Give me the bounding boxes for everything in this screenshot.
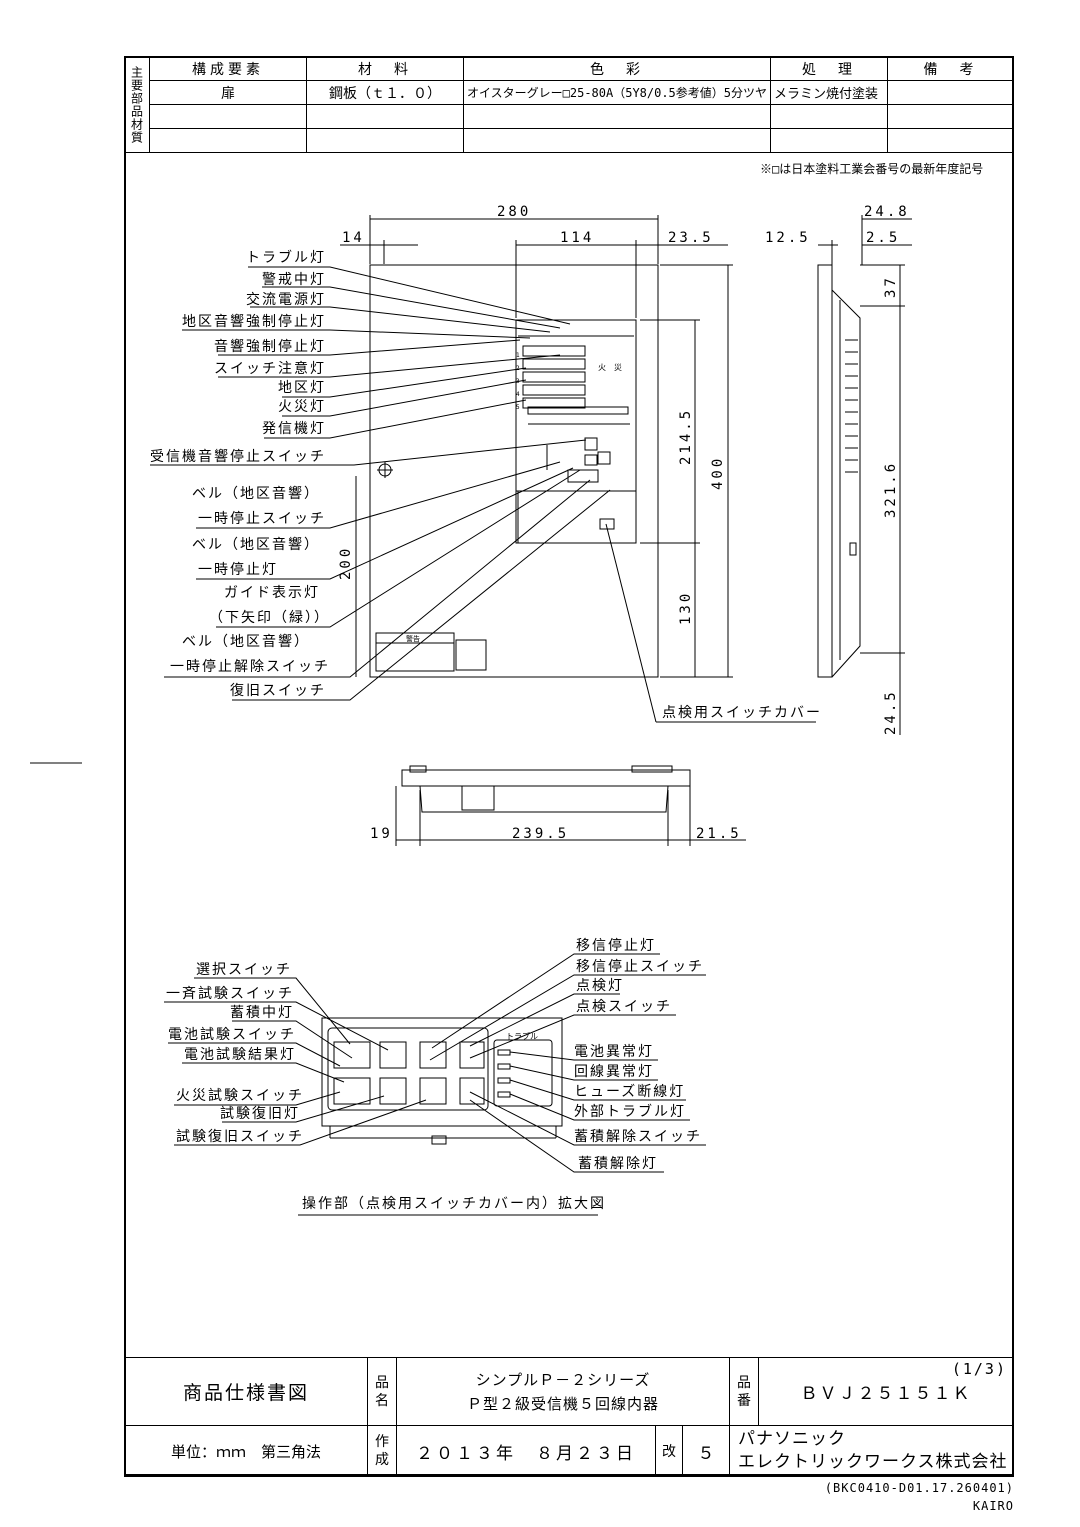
label-temp-stop-switch: 一時停止スイッチ [198, 510, 326, 527]
doc-title: 商品仕様書図 [124, 1357, 368, 1426]
made-key: 作成 [367, 1425, 397, 1477]
label-temp-stop-lamp: 一時停止灯 [198, 561, 278, 578]
dim-side-2-5: 2.5 [866, 230, 900, 246]
label-zone-sound-forced-stop-lamp: 地区音響強制停止灯 [182, 313, 326, 330]
name-key: 品名 [367, 1357, 397, 1426]
dim-bottom-19: 19 [370, 826, 393, 842]
dim-side-37: 37 [883, 275, 899, 298]
row1-color: オイスターグレー□25-80A（5Y8/0.5参考値）5分ツヤ [462, 80, 772, 105]
detail-inspection-lamp: 点検灯 [576, 978, 624, 994]
operation-detail-view: トラブル 選択スイッチ 一斉試験スイッチ 蓄積中灯 電池試験スイッチ 電池試験結… [164, 937, 706, 1216]
product-name-line2: Ｐ型２級受信機５回線内器 [466, 1394, 659, 1413]
label-bell-2: ベル（地区音響） [192, 536, 320, 553]
dim-middle-114: 114 [560, 230, 594, 246]
dim-bottom-21-5: 21.5 [696, 826, 742, 842]
label-ac-power-lamp: 交流電源灯 [246, 291, 326, 308]
label-inspection-cover: 点検用スイッチカバー [662, 705, 822, 721]
row2-color [462, 104, 772, 129]
zone-num-5: 5 [516, 404, 520, 411]
front-fire-text: 火 災 [598, 363, 622, 372]
label-zone-lamp: 地区灯 [278, 380, 326, 396]
detail-relay-stop-switch: 移信停止スイッチ [576, 958, 704, 975]
dim-width-280: 280 [497, 204, 531, 220]
page-number: (1/3) [951, 1360, 1007, 1378]
detail-external-trouble-lamp: 外部トラブル灯 [574, 1103, 686, 1120]
dim-bottom-239-5: 239.5 [512, 826, 569, 842]
row2-material [306, 104, 464, 129]
dim-side-321-6: 321.6 [883, 461, 899, 518]
zone-num-4: 4 [516, 391, 520, 398]
row3-component [149, 128, 307, 153]
detail-inspection-switch: 点検スイッチ [576, 999, 672, 1015]
dim-height-214-5: 214.5 [678, 408, 694, 465]
label-switch-caution-lamp: スイッチ注意灯 [214, 360, 326, 377]
label-sound-forced-stop-lamp: 音響強制停止灯 [214, 338, 326, 355]
materials-table: 主要部品材質 構成要素 材 料 色 彩 処 理 備 考 扉 鋼板（ｔ１．０） オ… [124, 56, 1014, 153]
label-alert-lamp: 警戒中灯 [262, 272, 326, 288]
dim-side-24-5: 24.5 [883, 689, 899, 735]
detail-accumulating-lamp: 蓄積中灯 [230, 1005, 294, 1021]
number-key: 品番 [729, 1357, 759, 1426]
row1-material: 鋼板（ｔ１．０） [306, 80, 464, 105]
detail-bulk-test-switch: 一斉試験スイッチ [166, 986, 294, 1002]
label-reset-switch: 復旧スイッチ [230, 682, 326, 699]
row3-color [462, 128, 772, 153]
label-receiver-sound-stop-switch: 受信機音響停止スイッチ [150, 448, 326, 465]
label-bell-1: ベル（地区音響） [192, 485, 320, 502]
detail-line-error-lamp: 回線異常灯 [574, 1064, 654, 1080]
dim-height-200: 200 [338, 546, 354, 580]
company-line2: エレクトリックワークス株式会社 [738, 1452, 1008, 1472]
dim-side-12-5: 12.5 [765, 230, 811, 246]
label-bell-3: ベル（地区音響） [182, 633, 310, 650]
label-guide-lamp: ガイド表示灯 [224, 585, 320, 601]
created-date: ２０１３年 ８月２３日 [416, 1443, 636, 1464]
dim-right-23-5: 23.5 [668, 230, 714, 246]
zone-num-1: 1 [516, 352, 520, 359]
label-trouble-lamp: トラブル灯 [246, 249, 326, 266]
row3-treatment [770, 128, 889, 153]
label-down-arrow-green: （下矢印（緑）） [209, 610, 330, 626]
label-temp-stop-release-switch: 一時停止解除スイッチ [170, 658, 330, 675]
detail-select-switch: 選択スイッチ [196, 962, 292, 978]
dim-height-130: 130 [678, 591, 694, 625]
detail-accum-release-switch: 蓄積解除スイッチ [574, 1129, 702, 1145]
dim-height-400: 400 [710, 456, 726, 490]
side-view: 24.8 12.5 2.5 37 321.6 24.5 [765, 204, 912, 735]
revision-number: ５ [682, 1426, 729, 1476]
detail-caption: 操作部（点検用スイッチカバー内）拡大図 [302, 1196, 606, 1212]
bottom-view: 19 239.5 21.5 [370, 765, 746, 846]
row1-remarks [887, 80, 1014, 105]
label-transmitter-lamp: 発信機灯 [262, 421, 326, 437]
detail-battery-test-switch: 電池試験スイッチ [168, 1027, 296, 1043]
detail-test-reset-switch: 試験復旧スイッチ [176, 1128, 304, 1145]
detail-test-reset-lamp: 試験復旧灯 [220, 1105, 300, 1122]
title-block: 商品仕様書図 品名 シンプルＰ－２シリーズ Ｐ型２級受信機５回線内器 品番 (1… [124, 1357, 1014, 1477]
row2-treatment [770, 104, 889, 129]
footer-code: (BKC0410-D01.17.260401) [824, 1481, 1014, 1495]
dim-left-14: 14 [342, 230, 365, 246]
company-line1: パナソニック [738, 1429, 846, 1449]
label-fire-lamp: 火災灯 [278, 399, 326, 415]
rev-key: 改 [655, 1426, 682, 1476]
detail-accum-release-lamp: 蓄積解除灯 [578, 1156, 658, 1172]
detail-relay-stop-lamp: 移信停止灯 [576, 937, 656, 954]
detail-fuse-lamp: ヒューズ断線灯 [574, 1084, 685, 1100]
header-component: 構成要素 [149, 56, 307, 81]
product-name-line1: シンプルＰ－２シリーズ [475, 1370, 651, 1389]
material-note: ※□は日本塗料工業会番号の最新年度記号 [760, 162, 984, 176]
detail-fire-test-switch: 火災試験スイッチ [176, 1088, 304, 1104]
unit-projection: 単位：ｍｍ 第三角法 [124, 1425, 368, 1477]
row3-remarks [887, 128, 1014, 153]
dim-depth-24-8: 24.8 [864, 204, 910, 220]
product-number: ＢＶＪ２５１５１Ｋ [800, 1384, 972, 1404]
detail-battery-result-lamp: 電池試験結果灯 [184, 1047, 296, 1063]
warning-text: 警告 [406, 634, 420, 643]
footer-mark: KAIRO [972, 1499, 1014, 1513]
materials-side-header: 主要部品材質 [124, 56, 150, 153]
row3-material [306, 128, 464, 153]
zone-num-2: 2 [516, 365, 520, 372]
front-view: 火 災 1 2 3 4 5 警告 [150, 204, 822, 723]
detail-battery-error-lamp: 電池異常灯 [574, 1044, 654, 1060]
